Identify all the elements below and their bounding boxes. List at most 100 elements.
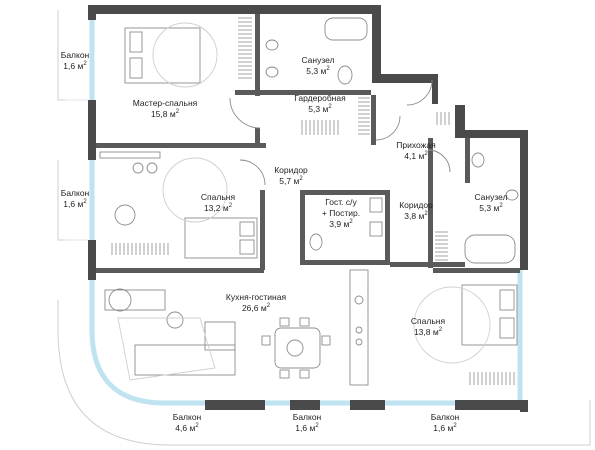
room-label-guest-wc: Гост. с/у + Постир. 3,9 м2 [322,197,360,230]
wardrobes [111,17,515,385]
rug-bedroom-west [162,157,228,223]
sink-icon [265,39,279,51]
rug-bedroom-east [413,286,491,364]
stove-burner-icon [355,326,363,334]
bed-bedroom-west [184,217,258,259]
room-area: 13,2 м2 [203,203,233,213]
room-area: 5,3 м2 [306,66,330,76]
room-label-kitchen-living: Кухня-гостиная 26,6 м2 [226,292,286,314]
furniture [99,17,519,386]
dryer-icon [369,221,383,237]
wardrobe-bedroom-east [469,372,515,385]
sofa-chaise [204,321,236,351]
room-area: 15,8 м2 [150,109,180,119]
toilet-icon [337,65,353,85]
room-name: Балкон [430,412,460,422]
room-label-balcony-sw: Балкон 4,6 м2 [173,412,202,434]
room-label-bedroom-west: Спальня 13,2 м2 [201,192,235,214]
room-name: Мастер-спальня [132,98,198,108]
plant-icon [114,204,136,226]
pillow-icon [129,57,143,79]
exterior-walls [88,5,528,412]
bed-bedroom-east [461,284,518,346]
kitchen-counter [349,269,369,386]
pillow-icon [239,239,255,255]
dining-table [274,327,321,369]
sink-icon [265,66,279,78]
room-area: 13,8 м2 [413,327,443,337]
door-swing [229,97,261,129]
room-area: 3,9 м2 [329,219,353,229]
room-name: Санузел [301,55,335,65]
room-area: 4,6 м2 [175,423,199,433]
room-label-balcony-s2: Балкон 1,6 м2 [431,412,460,434]
wardrobe-bedroom-west [111,243,169,255]
chair-icon [279,369,290,379]
room-label-bathroom-east: Санузел 5,3 м2 [474,192,507,214]
room-area: 5,3 м2 [479,203,503,213]
toilet-icon [309,233,323,251]
room-name: Коридор [399,200,433,210]
door-swing [239,159,266,186]
sofa [134,344,236,376]
bathtub [464,234,516,264]
room-name: Коридор [274,165,308,175]
chair-icon [132,162,144,174]
room-label-hallway-entry: Прихожая 4,1 м2 [396,140,435,162]
washer-icon [369,197,383,213]
chair-icon [299,369,310,379]
room-label-corridor-east: Коридор 3,8 м2 [399,200,433,222]
room-label-bedroom-east: Спальня 13,8 м2 [411,316,445,338]
wardrobe-entry [435,112,450,261]
balcony-nw-outline [57,10,65,101]
interior-walls [96,14,520,273]
dining-centerpiece-icon [286,339,304,357]
sink-icon [505,189,519,201]
balcony-south-outline [57,300,591,446]
rug-master [152,22,218,88]
room-area: 4,1 м2 [404,151,428,161]
room-name: Балкон [292,412,322,422]
window-living-curved [89,280,205,406]
room-name: Санузел [474,192,508,202]
room-label-wardrobe: Гардеробная 5,3 м2 [294,93,345,115]
room-label-corridor-center: Коридор 5,7 м2 [274,165,308,187]
chair-icon [261,335,271,346]
room-name: Кухня-гостиная [225,292,287,302]
entrance-door-swing [406,79,433,106]
room-area: 5,3 м2 [308,104,332,114]
pillow-icon [499,317,515,339]
room-label-bathroom-top: Санузел 5,3 м2 [301,55,334,77]
door-swing [427,149,451,173]
coffee-table [166,311,184,329]
bed-master [124,27,201,84]
room-area: 5,7 м2 [279,176,303,186]
room-name: Балкон [60,50,90,60]
room-area: 1,6 м2 [63,199,87,209]
room-name: Гардеробная [294,93,346,103]
room-area: 26,6 м2 [241,303,271,313]
room-name: Прихожая [396,140,436,150]
pillow-icon [129,31,143,53]
rug-living [117,317,216,381]
pillow-icon [499,289,515,311]
tv-console [104,289,166,311]
room-label-balcony-w: Балкон 1,6 м2 [61,188,90,210]
room-label-master-bedroom: Мастер-спальня 15,8 м2 [133,98,198,120]
room-name: Балкон [60,188,90,198]
room-name: Балкон [172,412,202,422]
sink-icon [354,295,364,305]
stove-burner-icon [355,338,363,346]
plant-icon [108,288,132,312]
room-area: 1,6 м2 [295,423,319,433]
balcony-w-outline [57,160,65,241]
desk [99,151,161,159]
wardrobe-master [238,17,252,79]
room-name-line2: + Постир. [321,208,361,218]
balcony-floor [65,99,88,241]
chair-icon [321,335,331,346]
toilet-icon [471,152,485,168]
room-label-balcony-nw: Балкон 1,6 м2 [61,50,90,72]
room-label-balcony-s1: Балкон 1,6 м2 [293,412,322,434]
